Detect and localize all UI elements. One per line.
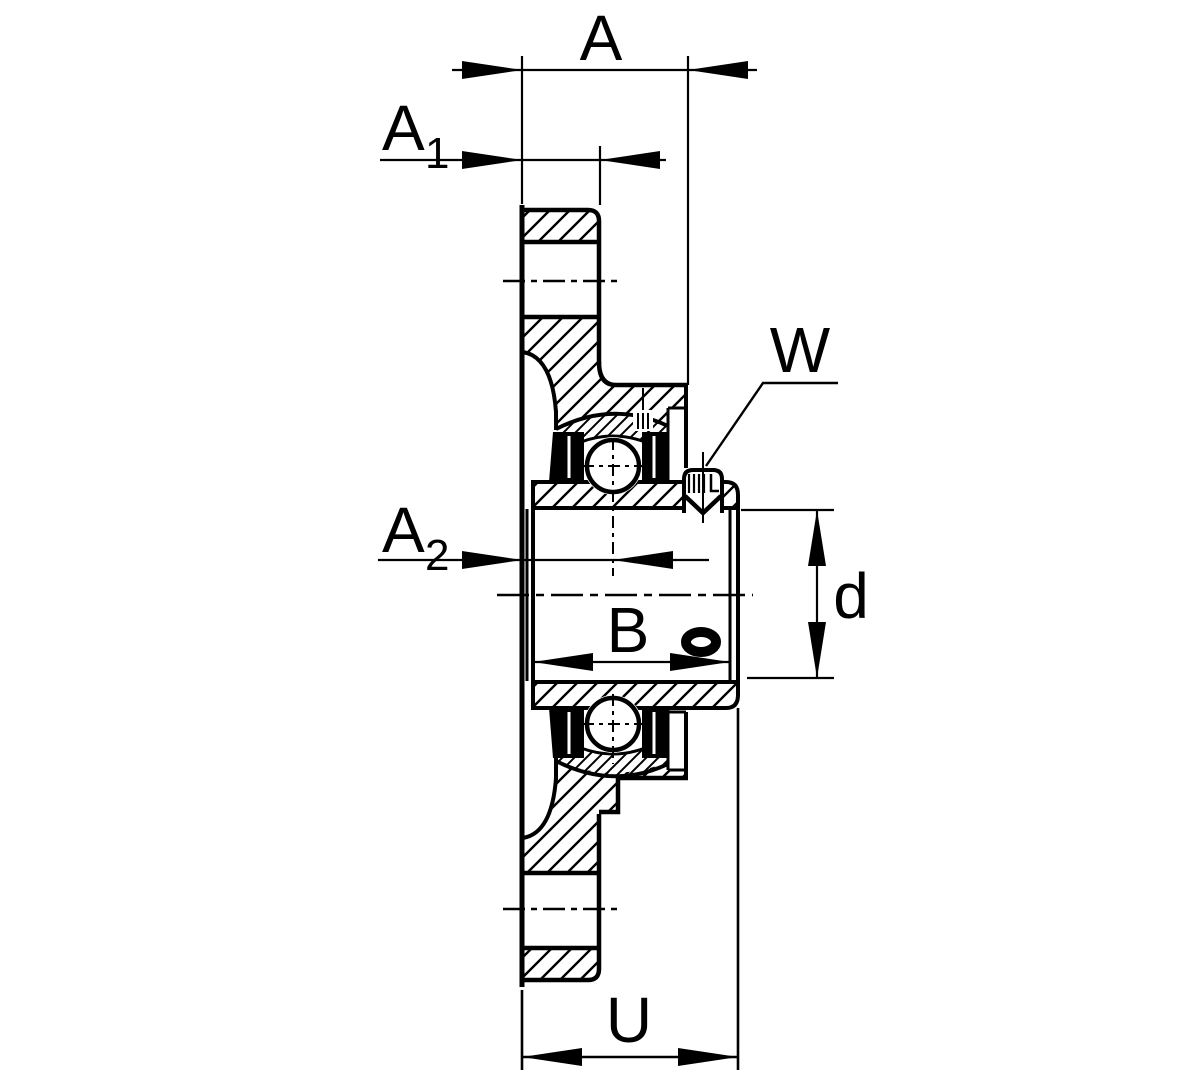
dim-label-A2: A [382, 494, 425, 566]
arrow-d-bottom [808, 622, 826, 678]
dim-label-A1: A [382, 92, 425, 164]
arrow-A1-left [462, 151, 522, 169]
dimension-d: d [741, 508, 869, 680]
dim-label-A2-sub: 2 [425, 531, 449, 580]
seal-top-left [549, 432, 584, 482]
dimension-U: U [520, 708, 740, 1070]
arrow-A2-right [613, 551, 673, 569]
dim-label-B: B [607, 594, 650, 666]
housing-bottom-step [599, 775, 688, 815]
dim-label-W: W [770, 314, 831, 386]
outer-ring-raceway-top [580, 434, 646, 444]
sleeve-bottom-band [531, 680, 740, 710]
flange-bottom-edge [520, 814, 602, 983]
set-screw [682, 452, 724, 523]
ball-bottom-crosshair [582, 694, 644, 764]
arrow-A2-left [462, 551, 522, 569]
arrow-B-left [533, 653, 593, 671]
leader-line-W [705, 381, 838, 467]
o-ring-detail [681, 627, 721, 657]
set-screw-socket [709, 474, 719, 493]
callout-W: W [705, 314, 838, 467]
arrow-A-left [462, 61, 522, 79]
dimension-A1: A 1 [380, 92, 666, 205]
dimension-A2: A 2 [378, 494, 709, 580]
arrow-A1-right [600, 151, 660, 169]
arrow-B-right [670, 653, 730, 671]
arrow-A-right [688, 61, 748, 79]
ball-top-crosshair [582, 438, 644, 576]
dim-label-d: d [833, 560, 869, 632]
dim-label-A: A [580, 2, 623, 74]
bearing-seals [549, 432, 668, 758]
seal-bottom-left [549, 708, 584, 758]
outer-ring-od-arc-bottom [555, 759, 669, 779]
flange-top-cap-hatch [524, 211, 598, 241]
housing-top-hatch [522, 319, 686, 429]
dim-label-U: U [606, 984, 652, 1056]
outer-ring-od-arc-top [555, 411, 669, 431]
arrow-U-left [522, 1048, 582, 1066]
housing-bore-recess-bottom [666, 709, 686, 772]
dim-label-A1-sub: 1 [425, 129, 449, 178]
arrow-U-right [678, 1048, 738, 1066]
flange-top-edge [520, 207, 602, 364]
housing-top-fillet-and-face [596, 361, 688, 388]
lubrication-hole [633, 388, 653, 431]
housing-bottom-hatch [522, 761, 686, 871]
dimension-A: A [452, 2, 757, 385]
arrow-d-top [808, 510, 826, 566]
housing-curve-top [522, 350, 558, 430]
bearing-balls [582, 437, 644, 764]
flange-bottom-cap-hatch [524, 950, 598, 979]
dimension-B: B [533, 594, 730, 671]
set-screw-threads [687, 474, 706, 493]
